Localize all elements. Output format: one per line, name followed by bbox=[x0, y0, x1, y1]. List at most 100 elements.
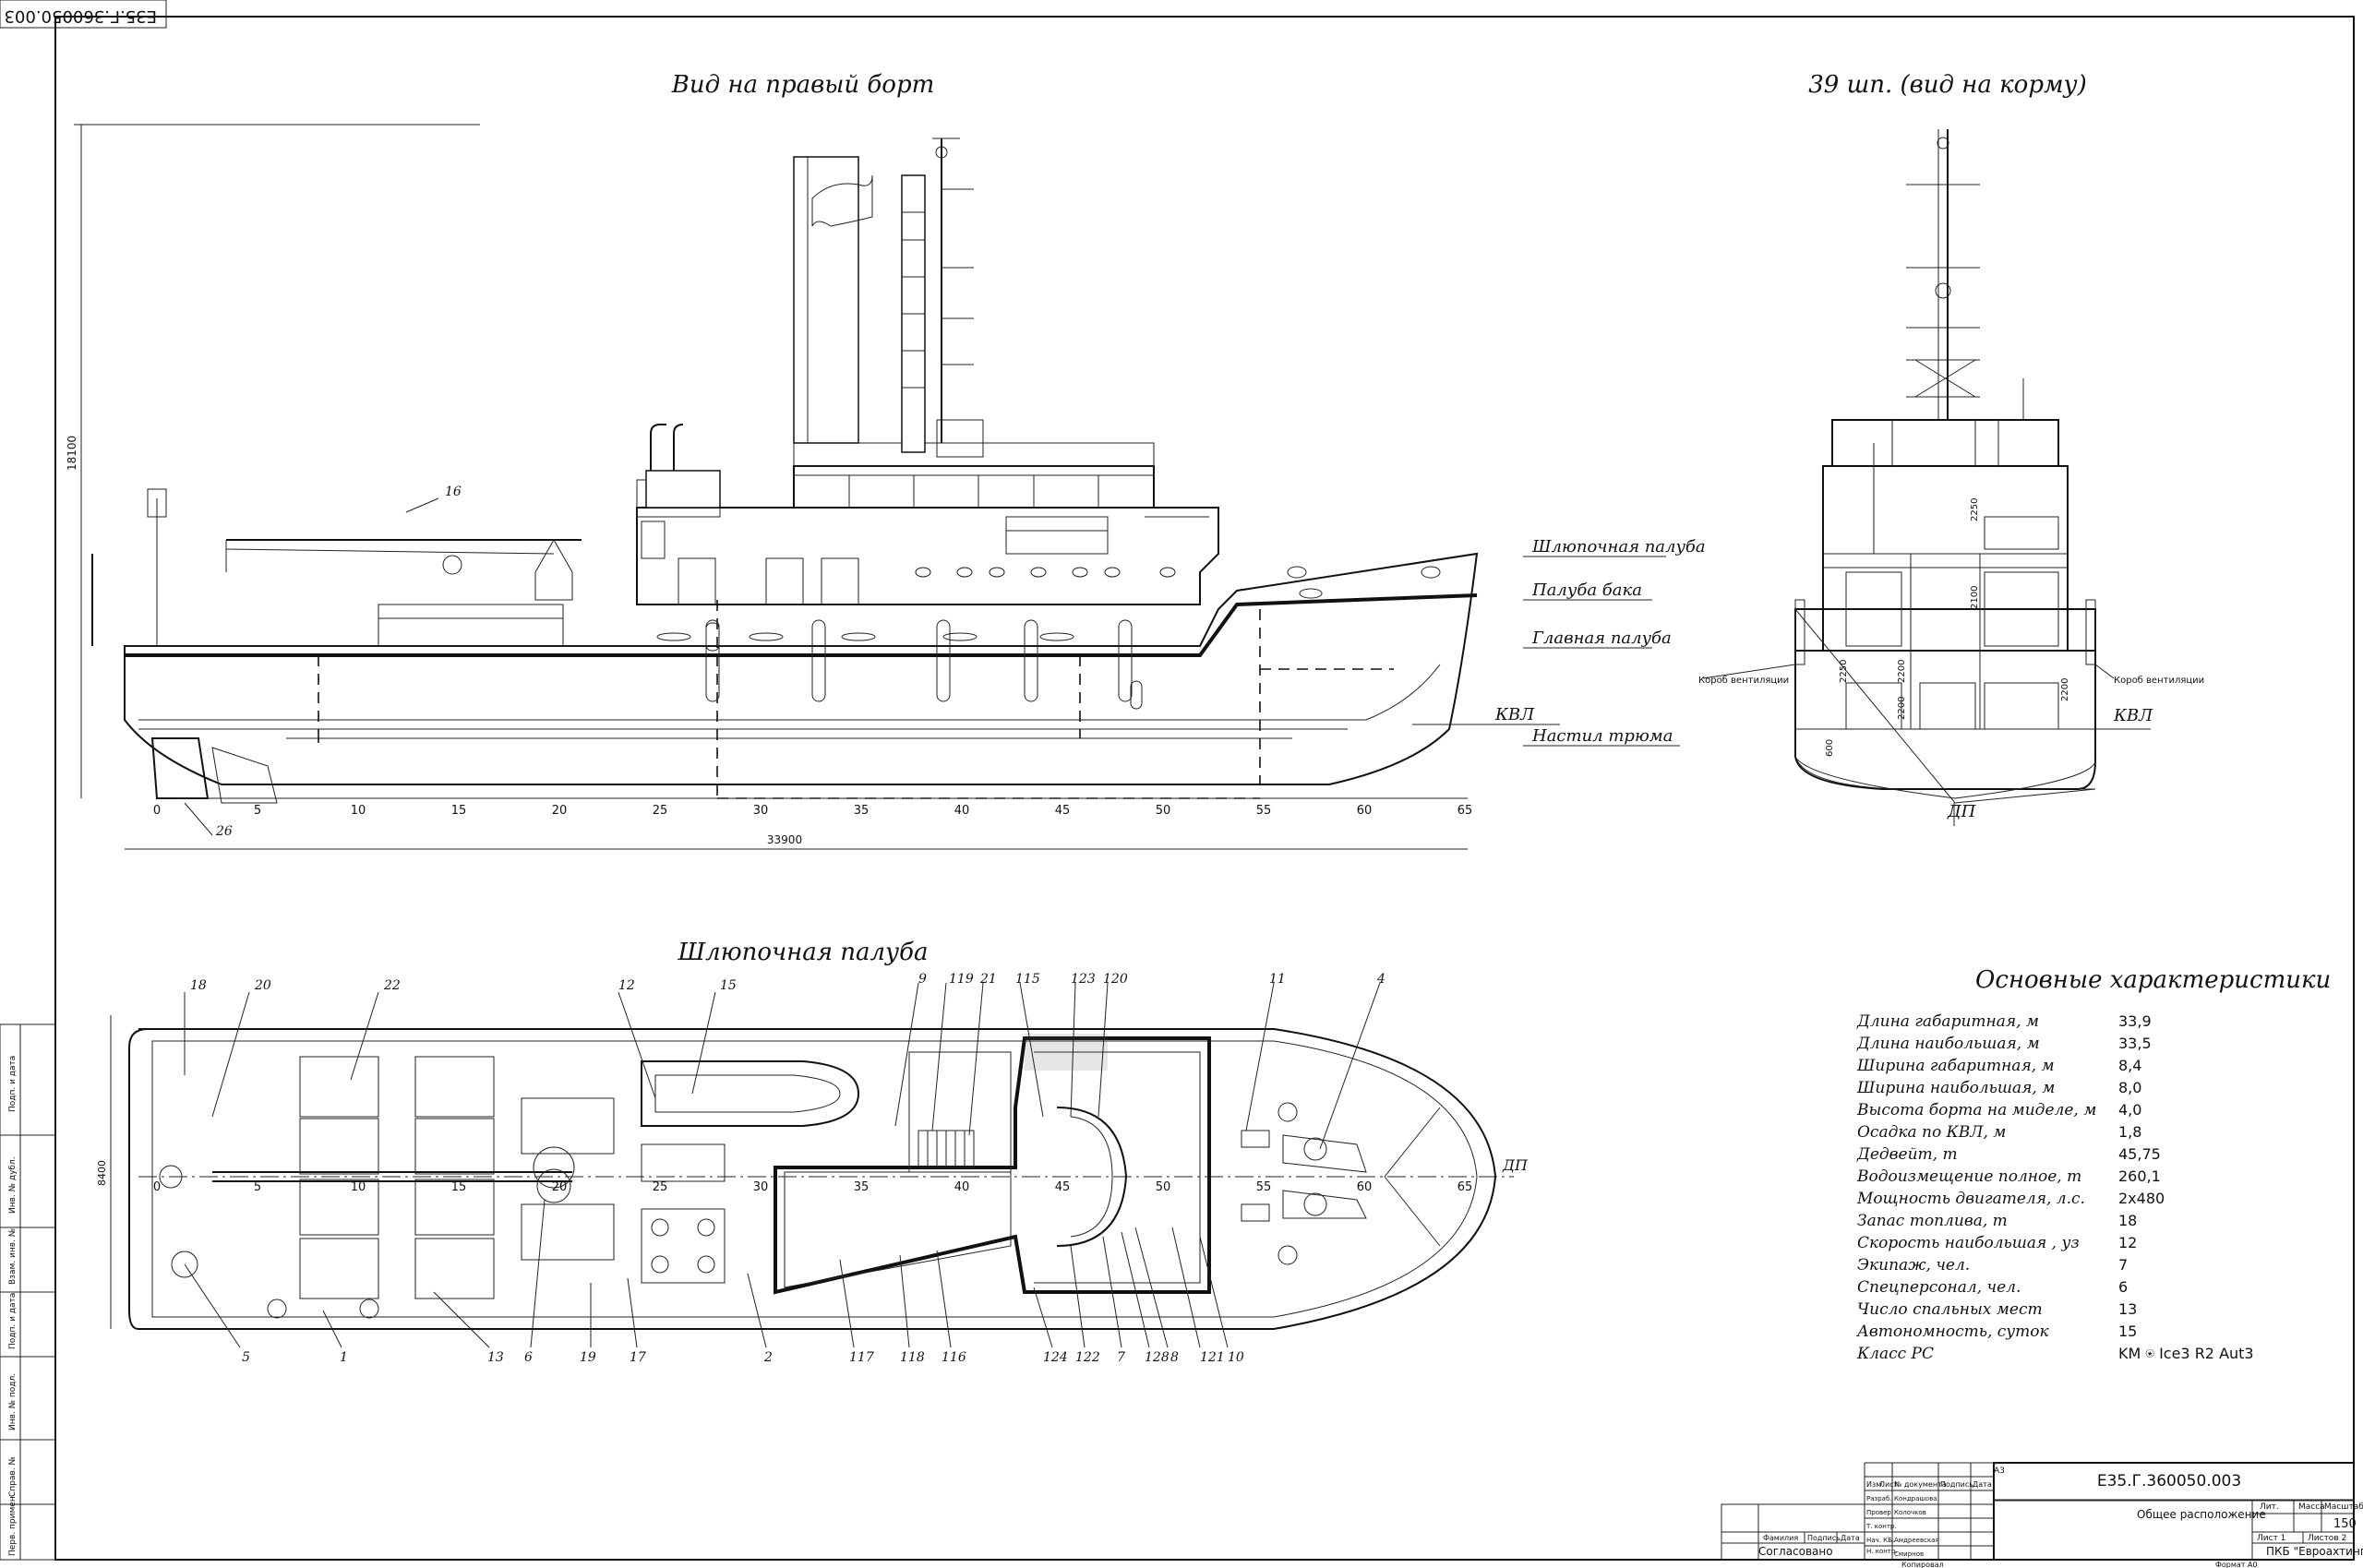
plan-dp: ДП bbox=[1502, 1156, 1529, 1174]
section-dim-7: 600 bbox=[1825, 739, 1835, 757]
callout-2: 2 bbox=[763, 1350, 773, 1365]
tb-col-list: Лист bbox=[1879, 1480, 1899, 1489]
spec-label: Класс РС bbox=[1856, 1345, 1934, 1363]
tb-doc-code: Е35.Г.360050.003 bbox=[2097, 1472, 2241, 1490]
callout-8: 8 bbox=[1170, 1350, 1179, 1365]
plan-frame-25: 25 bbox=[653, 1180, 668, 1194]
side-frame-40: 40 bbox=[954, 804, 970, 818]
section-dim-6: 2250 bbox=[1839, 660, 1849, 683]
tb-col-doc: № документа bbox=[1894, 1480, 1947, 1489]
side-frame-55: 55 bbox=[1256, 804, 1272, 818]
callout-7: 7 bbox=[1117, 1350, 1125, 1365]
side-frame-5: 5 bbox=[254, 804, 261, 818]
callout-16: 16 bbox=[445, 485, 462, 499]
callout-26: 26 bbox=[215, 824, 233, 839]
side-frame-15: 15 bbox=[451, 804, 467, 818]
callout-12: 12 bbox=[618, 978, 635, 993]
callout-18: 18 bbox=[190, 978, 207, 993]
spec-label: Запас топлива, т bbox=[1857, 1212, 2008, 1230]
plan-frame-55: 55 bbox=[1256, 1180, 1272, 1194]
tb-sheet: Лист 1 bbox=[2257, 1534, 2285, 1543]
side-frame-0: 0 bbox=[153, 804, 161, 818]
side-stamp-4: Подп. и дата bbox=[8, 1293, 18, 1349]
plan-frame-60: 60 bbox=[1357, 1180, 1373, 1194]
plan-view-title: Шлюпочная палуба bbox=[677, 939, 928, 966]
specs-table: Основные характеристики Длина габаритная… bbox=[1856, 966, 2331, 1363]
spec-value: 260,1 bbox=[2118, 1167, 2161, 1185]
tb-role-1: Разраб. bbox=[1866, 1495, 1892, 1502]
side-stamp-2: Инв. № дубл. bbox=[8, 1156, 18, 1214]
tb-col-izm: Изм. bbox=[1866, 1480, 1884, 1489]
tb-role-3: Т. контр. bbox=[1865, 1523, 1897, 1530]
corner-code: Е35.Г.360050.003 bbox=[5, 6, 158, 26]
tb-role-2: Провер. bbox=[1866, 1509, 1893, 1516]
section-kvl: КВЛ bbox=[2113, 706, 2153, 725]
callout-116: 116 bbox=[942, 1350, 966, 1365]
callout-120: 120 bbox=[1103, 972, 1128, 987]
side-frame-30: 30 bbox=[753, 804, 769, 818]
plan-frame-scale: 0 5 10 15 20 25 30 35 40 45 50 55 60 65 bbox=[153, 1180, 1472, 1194]
spec-value: 8,0 bbox=[2118, 1079, 2141, 1096]
tb-lit: Лит. bbox=[2260, 1502, 2279, 1512]
plan-frame-45: 45 bbox=[1055, 1180, 1071, 1194]
spec-label: Осадка по КВЛ, м bbox=[1857, 1123, 2006, 1142]
tb-name-6: Смирнов bbox=[1894, 1550, 1924, 1558]
side-frame-10: 10 bbox=[351, 804, 366, 818]
vent-label-right: Короб вентиляции bbox=[2114, 676, 2204, 686]
spec-value: 6 bbox=[2118, 1278, 2128, 1296]
tb-name-1: Кондрашова bbox=[1894, 1495, 1937, 1502]
spec-value: 13 bbox=[2118, 1300, 2137, 1318]
spec-value: 1,8 bbox=[2118, 1123, 2141, 1141]
spec-label: Число спальных мест bbox=[1857, 1300, 2043, 1319]
plan-frame-50: 50 bbox=[1156, 1180, 1171, 1194]
spec-label: Длина наибольшая, м bbox=[1856, 1035, 2040, 1053]
tb-role-4: Нач. КБ. bbox=[1866, 1537, 1894, 1544]
section-dim-2: 2100 bbox=[1970, 586, 1980, 609]
section-dim-1: 2250 bbox=[1970, 498, 1980, 521]
callout-15: 15 bbox=[720, 978, 737, 993]
plan-frame-5: 5 bbox=[254, 1180, 261, 1194]
side-frame-25: 25 bbox=[653, 804, 668, 818]
length-dimension: 33900 bbox=[767, 833, 802, 846]
deck-labels: Шлюпочная палуба Палуба бака Главная пал… bbox=[1494, 537, 1706, 747]
spec-label: Дедвейт, т bbox=[1856, 1145, 1958, 1164]
callout-128: 128 bbox=[1145, 1350, 1170, 1365]
spec-label: Высота борта на миделе, м bbox=[1856, 1101, 2096, 1119]
side-stamp-7: Перв. примен. bbox=[8, 1493, 18, 1556]
spec-label: Водоизмещение полное, т bbox=[1856, 1167, 2081, 1186]
tb-scale-label: Масштаб bbox=[2324, 1502, 2363, 1512]
callout-13: 13 bbox=[487, 1350, 504, 1365]
plan-frame-30: 30 bbox=[753, 1180, 769, 1194]
callout-17: 17 bbox=[630, 1350, 646, 1365]
spec-value: 33,9 bbox=[2118, 1012, 2152, 1030]
tb-col-sign-2: Подпись bbox=[1807, 1534, 1841, 1542]
plan-frame-15: 15 bbox=[451, 1180, 467, 1194]
spec-label: Ширина габаритная, м bbox=[1856, 1057, 2055, 1075]
callout-11: 11 bbox=[1269, 972, 1286, 987]
spec-label: Ширина наибольшая, м bbox=[1856, 1079, 2055, 1097]
spec-value: 33,5 bbox=[2118, 1035, 2152, 1052]
tb-col-sign: Подпись bbox=[1940, 1480, 1973, 1489]
label-forecastle-deck: Палуба бака bbox=[1531, 581, 1642, 600]
height-dimension: 18100 bbox=[66, 436, 78, 471]
callout-6: 6 bbox=[524, 1350, 533, 1365]
tb-col-date: Дата bbox=[1973, 1480, 1992, 1489]
spec-label: Спецперсонал, чел. bbox=[1857, 1278, 2021, 1297]
section-view-title: 39 шп. (вид на корму) bbox=[1808, 71, 2087, 99]
side-view-title: Вид на правый борт bbox=[671, 71, 935, 99]
spec-label: Мощность двигателя, л.с. bbox=[1856, 1190, 2085, 1208]
spec-label: Длина габаритная, м bbox=[1856, 1012, 2039, 1031]
spec-value: 8,4 bbox=[2118, 1057, 2141, 1074]
side-stamp-3: Взам. инв. № bbox=[8, 1228, 18, 1285]
side-frame-65: 65 bbox=[1457, 804, 1473, 818]
side-frame-50: 50 bbox=[1156, 804, 1171, 818]
tb-doc-name: Общее расположение bbox=[2137, 1508, 2266, 1521]
section-dim-4: 2200 bbox=[1897, 697, 1907, 720]
tb-copied: Копировал bbox=[1901, 1561, 1944, 1568]
plan-frame-65: 65 bbox=[1457, 1180, 1473, 1194]
tb-approved: Согласовано bbox=[1758, 1545, 1833, 1558]
section-dp: ДП bbox=[1947, 802, 1976, 821]
section-dim-3: 2200 bbox=[1897, 660, 1907, 683]
side-frame-45: 45 bbox=[1055, 804, 1071, 818]
